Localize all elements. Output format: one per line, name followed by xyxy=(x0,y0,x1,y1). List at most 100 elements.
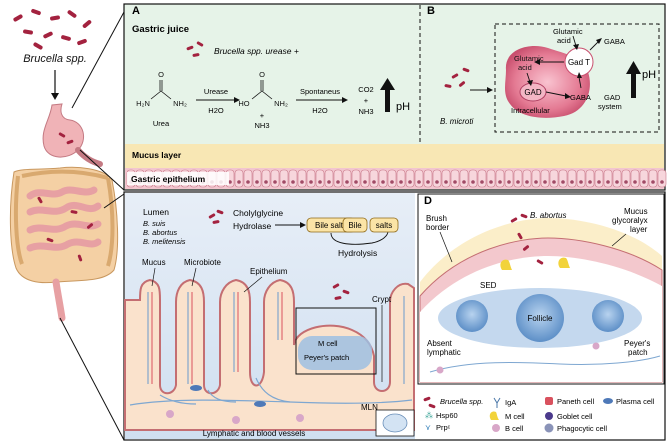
water-label-2: H2O xyxy=(312,106,328,115)
bile-salts-label: Bile salts xyxy=(315,221,347,230)
bacteria-cluster-top-left xyxy=(12,8,93,51)
legend-goblet: Goblet cell xyxy=(557,412,593,421)
svg-text:H₂N: H₂N xyxy=(136,99,150,108)
epithelial-nucleus xyxy=(543,180,547,184)
epithelial-nucleus xyxy=(237,180,241,184)
gad-t-label: Gad T xyxy=(568,58,590,67)
epithelial-nucleus xyxy=(624,180,628,184)
ph-arrow-b-shaft xyxy=(631,72,636,98)
epithelial-cell xyxy=(603,169,613,188)
gaba-in-label: GABA xyxy=(570,93,591,102)
epithelial-nucleus xyxy=(552,180,556,184)
epithelial-cell xyxy=(351,169,361,188)
brush-border-pointer xyxy=(439,231,453,263)
epithelial-cell xyxy=(243,169,253,188)
epithelial-nucleus xyxy=(507,180,511,184)
nh3-side: NH3 xyxy=(254,121,269,130)
peyers-l1-d: Peyer's xyxy=(624,339,650,348)
legend-plasma-icon xyxy=(603,398,613,404)
plus-sign-2: + xyxy=(364,96,369,105)
plasma-cell-c-3 xyxy=(296,414,304,422)
epithelial-nucleus xyxy=(525,180,529,184)
b-cell-c-2 xyxy=(190,385,202,391)
panel-b-arrows xyxy=(526,35,599,97)
epithelial-nucleus xyxy=(327,180,331,184)
spontaneous-arrow-head xyxy=(342,97,348,103)
panel-a-letter: A xyxy=(132,5,140,17)
legend-paneth: Paneth cell xyxy=(557,397,594,406)
mucus-pointer xyxy=(151,267,156,287)
epithelial-cell xyxy=(252,169,262,188)
digestive-tract-illustration xyxy=(9,103,119,322)
microbiote-label: Microbiote xyxy=(184,258,221,267)
hydrolase-label: Hydrolase xyxy=(233,221,272,231)
vessels-label: Lymphatic and blood vessels xyxy=(203,429,305,438)
urea-label: Urea xyxy=(153,119,170,128)
epithelial-cell xyxy=(324,169,334,188)
mucus-glyco-l3: layer xyxy=(630,225,648,234)
epithelial-cell xyxy=(360,169,370,188)
epithelial-nucleus xyxy=(408,180,412,184)
legend-goblet-icon xyxy=(545,412,553,420)
epithelial-nucleus xyxy=(381,180,385,184)
salts-box xyxy=(369,217,399,233)
plus-sign-1: + xyxy=(260,111,265,120)
epithelial-nucleus xyxy=(282,180,286,184)
legend-m-cell-icon xyxy=(489,411,499,420)
mln-label: MLN xyxy=(361,403,378,412)
cholylglycine-label: Cholylglycine xyxy=(233,208,283,218)
mucus-label-c: Mucus xyxy=(142,258,166,267)
epithelial-cell xyxy=(369,169,379,188)
glutamic-top-l1: Glutamic xyxy=(553,27,583,36)
intestinal-villi xyxy=(124,278,415,431)
panel-d-vessels xyxy=(429,355,661,373)
epithelial-cell xyxy=(540,169,550,188)
peyers-patch-label-c: Peyer's patch xyxy=(304,353,349,362)
epithelial-cell xyxy=(306,169,316,188)
epithelial-cell xyxy=(387,169,397,188)
epithelial-cell xyxy=(468,169,478,188)
mucus-layer xyxy=(125,144,664,168)
m-cell-d-2 xyxy=(558,257,570,268)
glutamic-top-l2: acid xyxy=(557,36,571,45)
follicle-center xyxy=(516,294,564,342)
down-arrow-head xyxy=(51,93,59,100)
epithelial-nucleus xyxy=(606,180,610,184)
epithelial-nucleus xyxy=(498,180,502,184)
epithelial-cell xyxy=(450,169,460,188)
svg-text:O: O xyxy=(158,70,164,79)
legend-plasma: Plasma cell xyxy=(616,397,655,406)
gad-system-box xyxy=(494,23,660,133)
m-cell-d-1 xyxy=(500,259,512,270)
mucus-glyco-l2: glycoralyx xyxy=(612,216,648,225)
b-abortus-label-d: B. abortus xyxy=(530,211,566,220)
epithelial-nucleus xyxy=(588,180,592,184)
epithelial-cell xyxy=(342,169,352,188)
legend-iga: IgA xyxy=(505,398,516,407)
sed-label: SED xyxy=(480,281,497,290)
urease-note: Brucella spp. urease + xyxy=(214,46,299,56)
species-1: B. suis xyxy=(143,219,166,228)
panel-b-letter: B xyxy=(427,5,435,17)
epithelial-cell xyxy=(549,169,559,188)
epithelial-cell xyxy=(288,169,298,188)
legend-m-cell: M cell xyxy=(505,412,525,421)
b-microti-arrow-head xyxy=(487,87,493,93)
salts-label: salts xyxy=(376,221,392,230)
epithelial-nucleus xyxy=(354,180,358,184)
svg-text:NH₂: NH₂ xyxy=(274,99,288,108)
b-cell-c-1 xyxy=(254,401,266,407)
legend-hsp60: Hsp60 xyxy=(436,411,458,420)
legend-prpc: Prpᶜ xyxy=(436,423,451,432)
legend-hsp60-icon: ⁂ xyxy=(425,411,433,420)
legend-phagocytic-icon xyxy=(544,423,554,433)
glutamic-acid-in-l2: acid xyxy=(518,63,532,72)
epithelial-cell xyxy=(612,169,622,188)
epithelial-nucleus xyxy=(228,180,232,184)
epithelial-nucleus xyxy=(264,180,268,184)
epithelial-cell xyxy=(423,169,433,188)
epithelial-nucleus xyxy=(597,180,601,184)
epithelial-nucleus xyxy=(651,180,655,184)
brush-border-l1: Brush xyxy=(426,214,447,223)
brucella-title: Brucella spp. xyxy=(23,53,87,65)
